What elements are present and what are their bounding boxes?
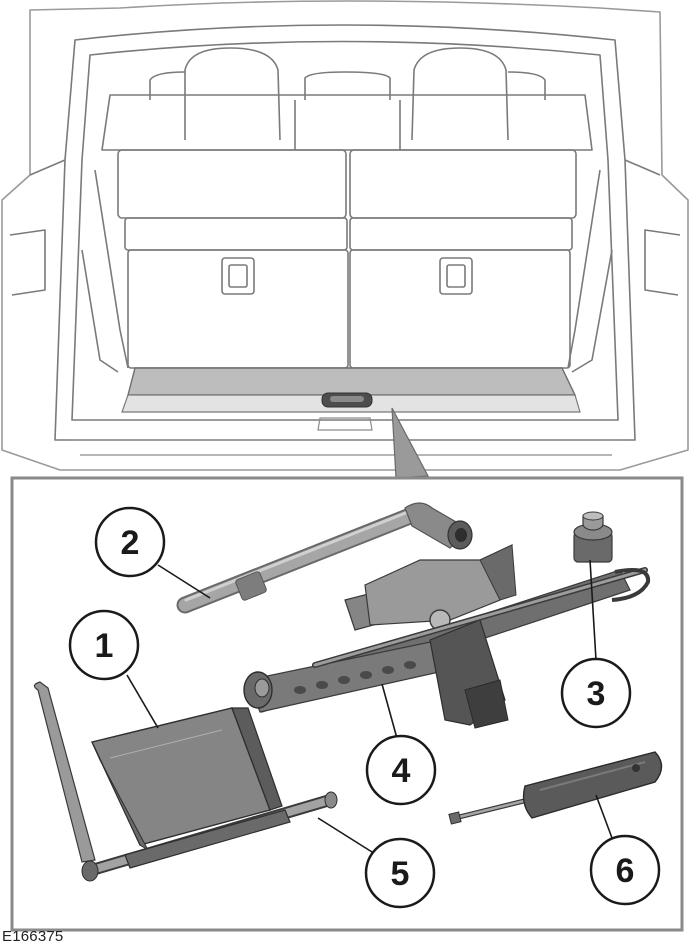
scissor-jack-tool [243, 543, 651, 729]
callout-1: 1 [68, 609, 140, 681]
svg-text:5: 5 [391, 855, 410, 893]
boot-floor [127, 367, 577, 396]
svg-text:2: 2 [121, 524, 140, 562]
svg-text:4: 4 [392, 752, 411, 790]
locking-wheel-nut-adaptor [573, 511, 613, 563]
callout-3: 3 [560, 657, 632, 729]
pointer-wedge [391, 407, 429, 479]
screwdriver-tool [448, 751, 663, 825]
callout-4: 4 [365, 734, 437, 806]
wheel-brace-tool [176, 502, 473, 614]
svg-text:3: 3 [587, 675, 606, 713]
callout-6: 6 [589, 834, 661, 906]
callout-5: 5 [364, 837, 436, 909]
callout-2: 2 [94, 506, 166, 578]
figure-id: E166375 [2, 928, 64, 945]
svg-text:6: 6 [616, 852, 635, 890]
callout-leaders [126, 559, 613, 853]
tool-bag [91, 707, 291, 869]
svg-text:1: 1 [95, 627, 114, 665]
